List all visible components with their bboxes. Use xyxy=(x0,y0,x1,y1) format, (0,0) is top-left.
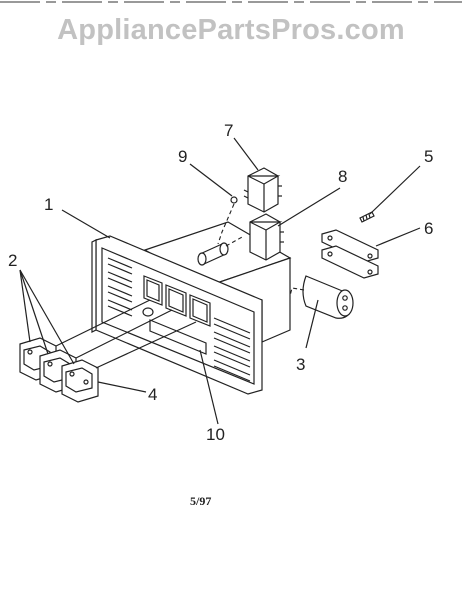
part-6-bracket[interactable] xyxy=(321,229,379,279)
callout-1: 1 xyxy=(44,195,53,214)
part-2-terminal-blocks[interactable] xyxy=(19,337,99,403)
callout-6: 6 xyxy=(424,219,433,238)
diagram-code: 5/97 xyxy=(190,494,212,508)
assembly-guide-lines xyxy=(55,299,197,369)
callout-7: 7 xyxy=(224,121,233,140)
part-8-relay-block[interactable] xyxy=(197,213,284,266)
callout-4: 4 xyxy=(148,385,157,404)
part-3-knob[interactable] xyxy=(289,275,354,319)
vent-slots-right xyxy=(213,317,251,382)
part-7-relay[interactable] xyxy=(243,167,282,213)
callout-leaders xyxy=(19,137,421,425)
callout-9: 9 xyxy=(178,147,187,166)
callout-2: 2 xyxy=(8,251,17,270)
part-9-screw[interactable] xyxy=(217,196,238,245)
vent-slots-left xyxy=(107,257,133,317)
callout-10: 10 xyxy=(206,425,225,444)
callout-3: 3 xyxy=(296,355,305,374)
part-5-screw[interactable] xyxy=(359,211,375,223)
callout-5: 5 xyxy=(424,147,433,166)
watermark-text: AppliancePartsPros.com xyxy=(57,14,405,46)
switch-openings xyxy=(143,275,211,327)
callout-8: 8 xyxy=(338,167,347,186)
